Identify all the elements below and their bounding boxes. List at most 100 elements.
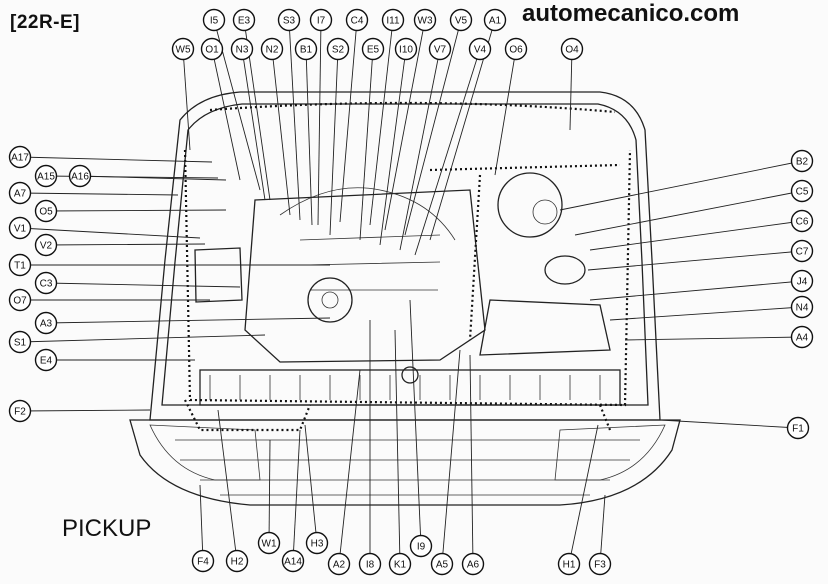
connector-label: O5 <box>39 207 53 218</box>
connector-o1: O1 <box>200 37 224 61</box>
connector-e4: E4 <box>34 348 58 372</box>
connector-circle <box>8 145 32 169</box>
connector-label: J4 <box>797 277 808 288</box>
connector-label: V4 <box>474 45 487 56</box>
connector-label: C4 <box>351 16 364 27</box>
connector-circle <box>171 37 195 61</box>
connector-i9: I9 <box>409 534 433 558</box>
connector-label: F1 <box>792 424 804 435</box>
connector-label: E5 <box>367 45 380 56</box>
connector-label: B1 <box>300 45 313 56</box>
connector-circle <box>790 239 814 263</box>
leader-a3 <box>45 317 331 324</box>
connector-label: I10 <box>399 45 413 56</box>
connector-circle <box>230 37 254 61</box>
connector-circle <box>483 8 507 32</box>
connector-a7: A7 <box>8 181 32 205</box>
connector-i11: I11 <box>381 8 405 32</box>
connector-label: A17 <box>11 153 29 164</box>
connector-label: V2 <box>40 241 53 252</box>
connector-circle <box>413 8 437 32</box>
leader-v1 <box>19 227 201 239</box>
connector-c6: C6 <box>790 209 814 233</box>
connector-c5: C5 <box>790 179 814 203</box>
connector-circle <box>790 295 814 319</box>
connector-o6: O6 <box>504 37 528 61</box>
leader-v4 <box>414 48 481 256</box>
connector-k1: K1 <box>388 552 412 576</box>
connector-f4: F4 <box>191 549 215 573</box>
connector-circle <box>202 8 226 32</box>
leader-s2 <box>329 48 339 236</box>
connector-a17: A17 <box>8 145 32 169</box>
connector-circle <box>790 149 814 173</box>
connector-label: I8 <box>366 560 375 571</box>
leader-a4 <box>624 336 803 341</box>
connector-a4: A4 <box>790 325 814 349</box>
leader-a6 <box>469 354 474 565</box>
harness-main <box>183 101 632 407</box>
connector-label: E4 <box>40 356 53 367</box>
connector-circle <box>309 8 333 32</box>
connector-circle <box>409 534 433 558</box>
connector-circle <box>8 399 32 423</box>
connector-label: O7 <box>13 296 27 307</box>
connector-circle <box>232 8 256 32</box>
leader-o6 <box>494 48 517 176</box>
connector-w5: W5 <box>171 37 195 61</box>
connector-label: W3 <box>418 16 433 27</box>
connector-label: I11 <box>386 16 400 27</box>
connector-label: H1 <box>563 560 576 571</box>
connector-circle <box>34 199 58 223</box>
connector-circle <box>560 37 584 61</box>
connector-circle <box>394 37 418 61</box>
connector-circle <box>225 549 249 573</box>
connector-h3: H3 <box>305 531 329 555</box>
connector-a15: A15 <box>34 164 58 188</box>
connector-label: V1 <box>14 224 27 235</box>
connector-circle <box>790 209 814 233</box>
connector-a1: A1 <box>483 8 507 32</box>
connector-circle <box>388 552 412 576</box>
leader-c7 <box>587 250 803 271</box>
leader-o4 <box>569 48 573 131</box>
connector-label: H3 <box>311 539 324 550</box>
radiator <box>199 369 621 406</box>
leader-c6 <box>589 220 803 251</box>
connector-circle <box>281 549 305 573</box>
connector-c7: C7 <box>790 239 814 263</box>
headlight-left <box>149 424 261 481</box>
connector-circle <box>34 348 58 372</box>
connector-w3: W3 <box>413 8 437 32</box>
leader-i9 <box>409 299 422 547</box>
hood-outline <box>149 91 661 421</box>
connector-label: W1 <box>262 539 277 550</box>
connector-label: N4 <box>796 303 809 314</box>
connector-circle <box>326 37 350 61</box>
connector-label: H2 <box>231 557 244 568</box>
connector-label: A2 <box>333 560 346 571</box>
connector-circle <box>34 233 58 257</box>
connector-b2: B2 <box>790 149 814 173</box>
connector-circle <box>557 552 581 576</box>
leader-a5 <box>441 349 461 565</box>
brake-booster <box>497 172 563 238</box>
connector-n3: N3 <box>230 37 254 61</box>
connector-label: C7 <box>796 247 809 258</box>
connector-s2: S2 <box>326 37 350 61</box>
connector-label: C6 <box>796 217 809 228</box>
connector-circle <box>260 37 284 61</box>
connector-circle <box>8 253 32 277</box>
leader-a17 <box>19 156 213 163</box>
site-watermark: automecanico.com <box>522 0 740 27</box>
connector-label: A14 <box>284 557 302 568</box>
connector-a14: A14 <box>281 549 305 573</box>
leader-e5 <box>359 48 374 241</box>
connector-label: O6 <box>509 45 523 56</box>
connector-circle <box>200 37 224 61</box>
connector-label: O1 <box>205 45 219 56</box>
connector-circle <box>381 8 405 32</box>
leader-s3 <box>288 19 301 221</box>
connector-circle <box>327 552 351 576</box>
leader-o1 <box>211 48 241 181</box>
